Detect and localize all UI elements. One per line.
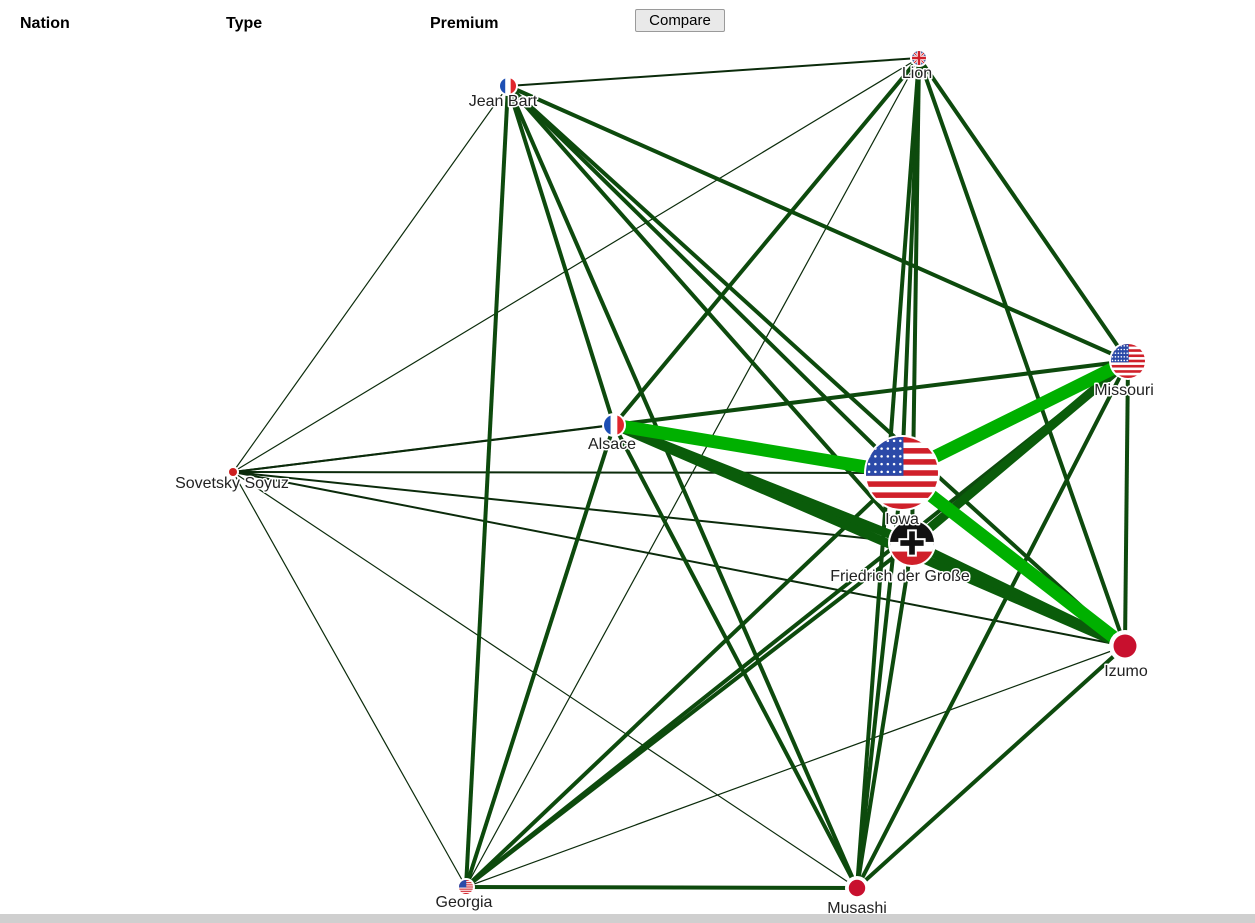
edge-georgia-alsace (464, 424, 616, 888)
edge-missouri-musashi (855, 360, 1130, 889)
edge-jean-bart-friedrich (506, 84, 914, 545)
node-label-sovetsky-soyuz: Sovetsky Soyuz (175, 475, 289, 492)
edge-jean-bart-missouri (507, 84, 1129, 363)
edge-georgia-musashi (465, 885, 858, 890)
france-flag (604, 415, 624, 435)
edge-jean-bart-iowa (506, 84, 904, 475)
compare-button[interactable]: Compare (635, 9, 725, 32)
horizontal-scrollbar[interactable] (0, 914, 1255, 923)
node-alsace[interactable] (602, 413, 626, 437)
edge-jean-bart-georgia (464, 85, 510, 888)
edge-jean-bart-izumo (506, 84, 1127, 648)
france-flag (500, 78, 516, 94)
edge-sovetsky-soyuz-georgia (232, 471, 467, 888)
usa-flag (459, 880, 473, 894)
node-label-alsace: Alsace (588, 436, 636, 453)
node-missouri[interactable] (1109, 342, 1147, 380)
node-lion[interactable] (910, 49, 928, 67)
type-filter[interactable]: Type (226, 15, 263, 32)
edge-izumo-musashi (855, 644, 1127, 890)
usa-flag (866, 437, 938, 509)
edge-sovetsky-soyuz-izumo (232, 471, 1126, 647)
edge-sovetsky-soyuz-jean-bart (232, 85, 509, 473)
node-izumo[interactable] (1109, 630, 1141, 662)
node-label-missouri: Missouri (1094, 382, 1154, 399)
node-georgia[interactable] (457, 878, 475, 896)
filter-toolbar: Nation Type Premium Compare (0, 0, 1255, 42)
edge-georgia-izumo (465, 645, 1126, 888)
edge-sovetsky-soyuz-lion (232, 57, 920, 473)
node-sovetsky-soyuz[interactable] (227, 466, 239, 478)
edge-jean-bart-musashi (506, 85, 859, 889)
ussr-flag (229, 468, 237, 476)
japan-flag (847, 878, 867, 898)
nation-filter[interactable]: Nation (20, 15, 70, 32)
edge-iowa-missouri (899, 355, 1131, 479)
edge-lion-missouri (917, 56, 1130, 363)
edge-georgia-iowa (464, 471, 904, 889)
germany-flag (890, 521, 934, 565)
edge-alsace-musashi (612, 424, 859, 889)
edge-sovetsky-soyuz-friedrich (232, 471, 913, 544)
node-musashi[interactable] (845, 876, 869, 900)
edge-lion-izumo (917, 57, 1127, 647)
edge-friedrich-izumo (910, 538, 1127, 651)
node-label-friedrich: Friedrich der Große (830, 568, 970, 585)
node-friedrich[interactable] (888, 519, 936, 567)
node-jean-bart[interactable] (498, 76, 518, 96)
uk-flag (912, 51, 926, 65)
node-label-izumo: Izumo (1104, 663, 1148, 680)
edge-friedrich-musashi (855, 542, 914, 889)
node-label-georgia: Georgia (436, 894, 493, 911)
edge-iowa-izumo (898, 467, 1129, 652)
edge-missouri-izumo (1123, 360, 1130, 647)
premium-filter[interactable]: Premium (430, 15, 499, 32)
node-label-jean-bart: Jean Bart (469, 93, 538, 110)
edge-sovetsky-soyuz-iowa (232, 471, 903, 474)
edge-lion-alsace (612, 56, 921, 427)
node-label-iowa: Iowa (885, 511, 919, 528)
node-iowa[interactable] (864, 435, 940, 511)
node-label-lion: Lion (902, 65, 932, 82)
edge-alsace-iowa (612, 418, 904, 480)
japan-flag (1111, 632, 1139, 660)
edges-layer (232, 56, 1131, 890)
edge-missouri-alsace (613, 359, 1129, 427)
edge-jean-bart-alsace (506, 85, 616, 426)
edge-sovetsky-soyuz-musashi (232, 471, 858, 889)
node-label-musashi: Musashi (827, 900, 887, 914)
edge-lion-jean-bart (507, 57, 920, 87)
